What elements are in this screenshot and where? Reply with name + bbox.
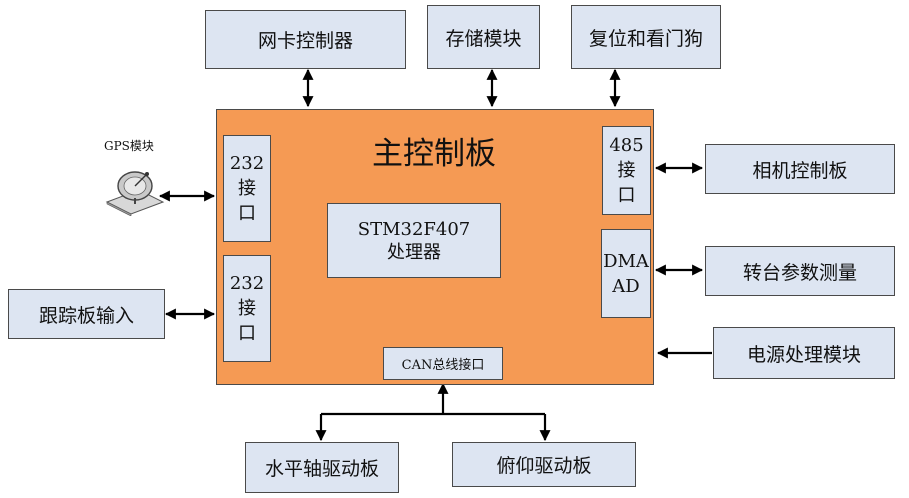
- processor-label: 处理器: [387, 241, 441, 263]
- uart-port-2: 232 接 口: [223, 255, 271, 362]
- camera-control-box: 相机控制板: [705, 144, 895, 194]
- horizontal-axis-driver-box: 水平轴驱动板: [245, 442, 399, 493]
- reset-watchdog-box: 复位和看门狗: [571, 5, 721, 69]
- uart-port-1-line-2: 接: [238, 178, 256, 199]
- uart-port-2-line-2: 接: [238, 298, 256, 319]
- dma-ad-line-2: AD: [612, 275, 640, 297]
- rs485-port-line-1: 485: [609, 135, 644, 156]
- power-module-box: 电源处理模块: [713, 327, 895, 379]
- gps-dish-icon: [105, 171, 165, 216]
- dma-ad-line-1: DMA: [603, 250, 649, 272]
- dma-ad-port: DMA AD: [601, 229, 651, 318]
- uart-port-2-line-1: 232: [229, 273, 265, 294]
- processor-model: STM32F407: [357, 218, 471, 240]
- pitch-driver-box: 俯仰驱动板: [452, 442, 636, 487]
- uart-port-1: 232 接 口: [223, 135, 271, 242]
- uart-port-1-line-1: 232: [229, 153, 265, 174]
- processor-box: STM32F407 处理器: [327, 203, 501, 278]
- rs485-port: 485 接 口: [602, 126, 651, 215]
- nic-controller-box: 网卡控制器: [205, 10, 406, 69]
- tracking-input-box: 跟踪板输入: [8, 289, 165, 339]
- main-board-title: 主控制板: [372, 136, 496, 172]
- storage-module-box: 存储模块: [427, 5, 540, 69]
- rs485-port-line-2: 接: [617, 160, 636, 181]
- rs485-port-line-3: 口: [617, 185, 636, 206]
- turntable-measurement-box: 转台参数测量: [705, 246, 895, 296]
- gps-label: GPS模块: [104, 139, 154, 153]
- uart-port-2-line-3: 口: [238, 323, 256, 344]
- uart-port-1-line-3: 口: [238, 203, 256, 224]
- can-bus-port: CAN总线接口: [383, 347, 503, 380]
